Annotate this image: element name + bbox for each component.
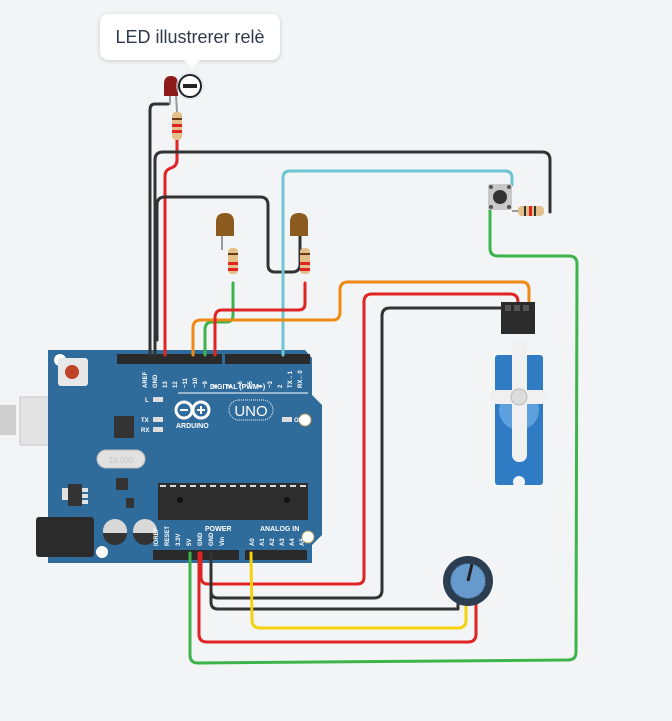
arduino-logo	[174, 400, 211, 420]
wire-green-button-3v3[interactable]	[188, 206, 579, 665]
analog-header[interactable]	[245, 550, 307, 560]
digital-pin-label: AREF	[143, 371, 149, 388]
wire-cyan-pin2-button[interactable]	[281, 169, 514, 357]
analog-pin-label: A5	[300, 538, 306, 546]
led-label-l: L	[145, 398, 149, 404]
power-pin-label: GND	[198, 532, 204, 546]
analog-pin-label: A3	[280, 538, 286, 546]
digital-header-label: DIGITAL (PWM~)	[210, 384, 265, 391]
digital-pin-label: 8	[213, 384, 219, 388]
digital-pin-label: TX→1	[288, 370, 294, 388]
led-resistor	[172, 112, 182, 140]
atmega-chip	[158, 483, 308, 520]
wire-green-led-pin9[interactable]	[203, 281, 235, 357]
digital-pin-label: ~5	[248, 380, 254, 388]
red-led[interactable]	[164, 76, 178, 113]
power-pin-label: GND	[209, 532, 215, 546]
digital-pin-label: ~9	[203, 380, 209, 388]
digital-pin-label: 13	[163, 381, 169, 388]
potentiometer[interactable]	[443, 556, 493, 606]
crystal	[96, 449, 146, 469]
power-header[interactable]	[153, 550, 239, 560]
mount-hole	[96, 546, 108, 558]
wire-black-pot-gnd[interactable]	[209, 558, 460, 611]
digital-header-right[interactable]	[225, 354, 310, 364]
mount-hole	[301, 530, 315, 544]
power-jack	[36, 517, 94, 557]
wire-red-led-13[interactable]	[163, 138, 179, 357]
arduino-board[interactable]: 16.000 DIGITAL (PWM~) POWER ANALOG IN L …	[36, 350, 322, 563]
yellow-led-2[interactable]	[290, 213, 310, 274]
wire-red-servo-5v[interactable]	[199, 292, 520, 586]
digital-pin-label: 7	[228, 384, 234, 388]
analog-pin-label: A0	[250, 538, 256, 546]
power-pin-label: Vin	[220, 536, 226, 546]
led-label-on: ON	[294, 418, 303, 424]
power-pin-label: 3.3V	[176, 534, 182, 546]
analog-pin-label: A2	[270, 538, 276, 546]
wire-black-led-loop[interactable]	[155, 195, 302, 342]
uno-label: UNO	[234, 403, 267, 420]
analog-header-label: ANALOG IN	[260, 526, 299, 533]
component-tooltip: LED illustrerer relè	[100, 14, 280, 68]
pushbutton[interactable]	[488, 184, 512, 210]
analog-pin-label: A1	[260, 538, 266, 546]
power-header-label: POWER	[205, 526, 231, 533]
mount-hole	[298, 413, 312, 427]
power-pin-label: 5V	[187, 539, 193, 546]
analog-pin-label: A4	[290, 538, 296, 546]
reset-button-cap[interactable]	[65, 365, 79, 379]
yellow-led-1[interactable]	[216, 213, 238, 274]
digital-pin-label: ~11	[183, 377, 189, 388]
servo-motor[interactable]	[490, 302, 548, 488]
crystal-label: 16.000	[109, 456, 134, 465]
led-label-rx: RX	[141, 428, 149, 434]
power-pin-label: IOREF	[154, 527, 160, 546]
power-pin-label: RESET	[165, 526, 171, 546]
wire-orange-pin10-servo[interactable]	[191, 280, 531, 357]
wire-black-led-gnd[interactable]	[148, 102, 170, 357]
digital-pin-label: GND	[153, 374, 159, 388]
digital-pin-label: 2	[278, 384, 284, 388]
digital-pin-label: ~10	[193, 377, 199, 388]
wire-red-led-pin8[interactable]	[213, 281, 307, 357]
wire-black-gnd-button[interactable]	[153, 150, 552, 357]
led-label-tx: TX	[141, 418, 149, 424]
wire-yellow-pot-a0[interactable]	[249, 551, 468, 630]
remove-button[interactable]	[176, 72, 204, 100]
arduino-brand-label: ARDUINO	[176, 423, 209, 430]
pot-knob-indicator	[466, 563, 474, 582]
digital-pin-label: ~3	[268, 380, 274, 388]
digital-header-left[interactable]	[117, 354, 222, 364]
digital-pin-label: 4	[258, 384, 264, 388]
button-resistor	[512, 206, 544, 216]
wire-red-pot-5v[interactable]	[197, 551, 478, 644]
digital-pin-label: 12	[173, 381, 179, 388]
minus-icon	[183, 84, 197, 88]
digital-pin-label: RX←0	[298, 370, 304, 388]
digital-pin-label: ~6	[238, 380, 244, 388]
